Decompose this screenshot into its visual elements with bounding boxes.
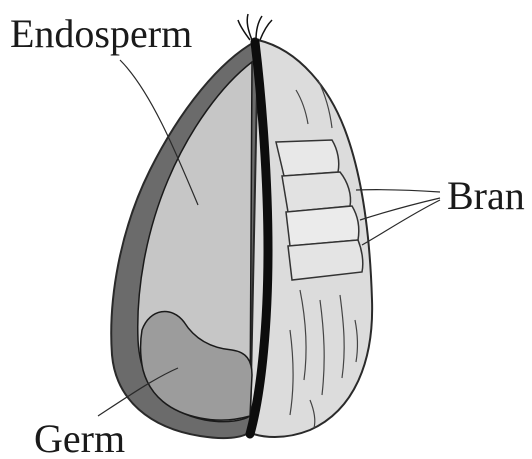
bran-label: Bran [447,176,525,216]
bran-layer-3 [286,206,359,246]
germ-label: Germ [34,419,125,459]
bran-layer-2 [282,172,351,212]
bran-leader-1 [356,190,440,192]
bran-leader-2 [360,198,440,220]
bran-layer-1 [276,140,339,176]
endosperm-label: Endosperm [10,14,192,54]
bran-leader-3 [362,200,440,245]
kernel-brush-hairs [238,14,272,40]
